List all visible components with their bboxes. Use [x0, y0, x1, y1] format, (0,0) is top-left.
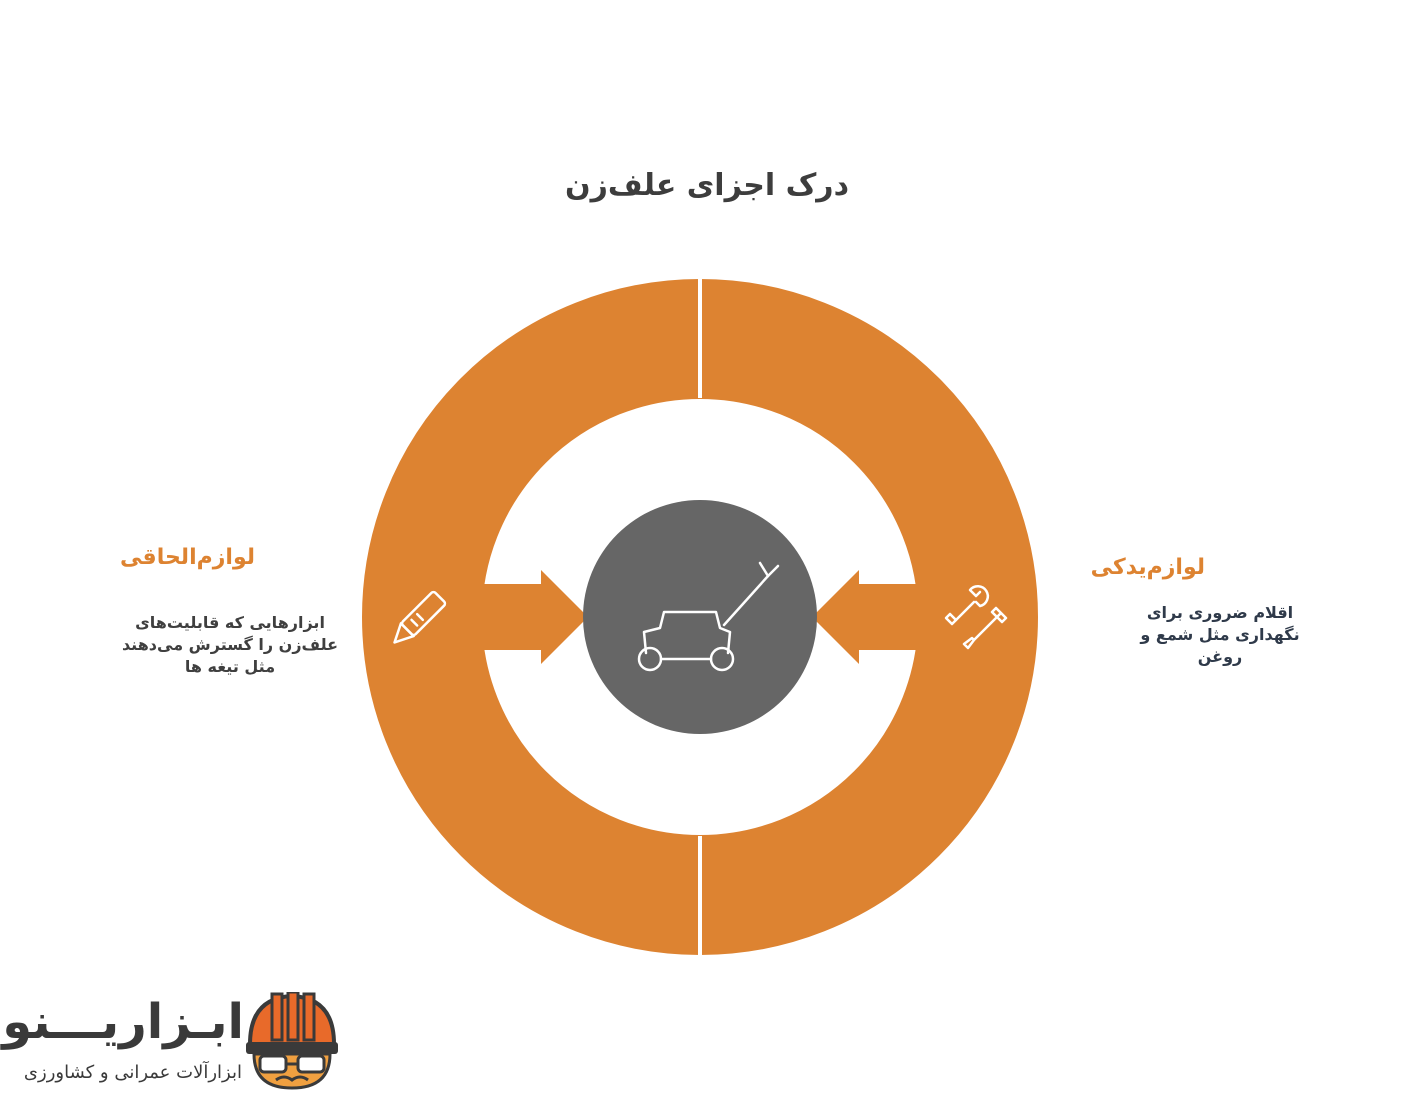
wrench-screwdriver-icon [944, 585, 1008, 650]
segment-heading-right: لوازم‌یدکی [1090, 555, 1205, 580]
brand-tagline: ابزارآلات عمرانی و کشاورزی [23, 1062, 242, 1083]
segment-description-right: اقلام ضروری برای نگهداری مثل شمع و روغن [1140, 603, 1300, 666]
segment-right-label: لوازم‌یدکی اقلام ضروری برای نگهداری مثل … [1060, 555, 1320, 668]
segment-description-left: ابزارهایی که قابلیت‌های علف‌زن را گسترش … [121, 613, 339, 676]
helmet-mascot-icon [246, 992, 338, 1090]
segment-left-label: لوازم‌الحاقی ابزارهایی که قابلیت‌های علف… [110, 545, 370, 678]
center-circle [583, 500, 817, 734]
brand-logo: ابـزاریـــنو ابزارآلات عمرانی و کشاورزی [2, 992, 340, 1097]
right-arrow [812, 570, 925, 664]
left-arrow [475, 570, 588, 664]
diagram-title: درک اجزای علف‌زن [565, 168, 849, 203]
utility-knife-icon [393, 590, 447, 644]
brand-name: ابـزاریـــنو [2, 994, 244, 1050]
lawn-mower-icon [637, 561, 780, 672]
segment-heading-left: لوازم‌الحاقی [120, 545, 255, 570]
